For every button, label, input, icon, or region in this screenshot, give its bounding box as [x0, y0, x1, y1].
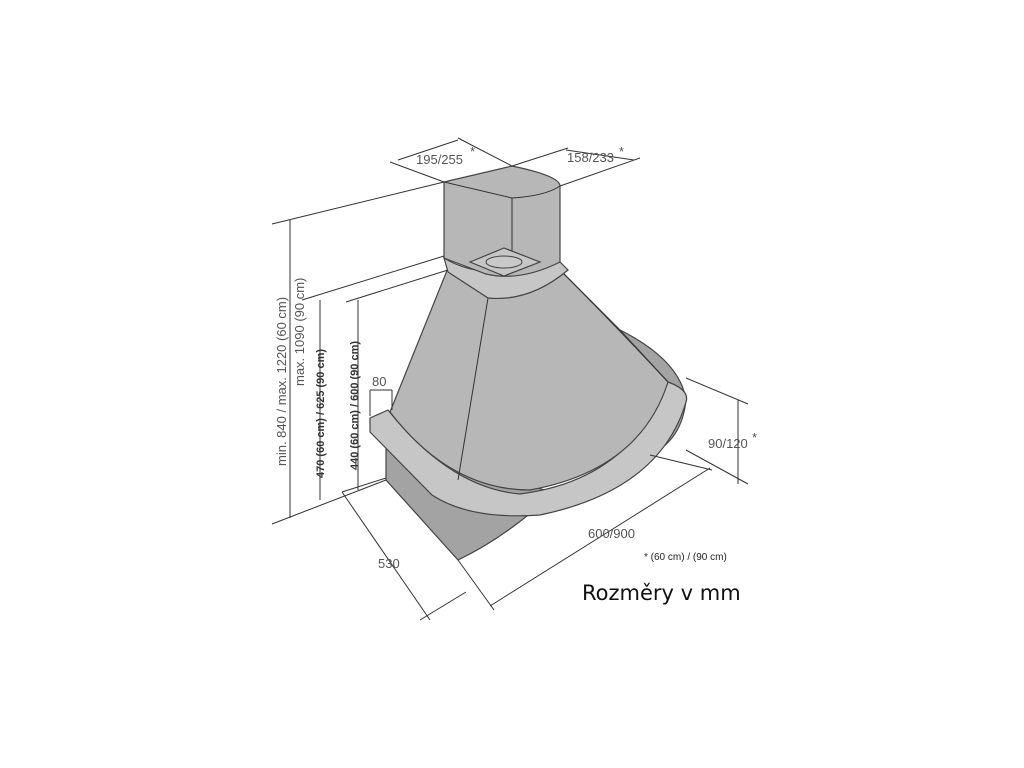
dim-total-height: min. 840 / max. 1220 (60 cm)	[274, 297, 289, 466]
dimension-lines	[271, 137, 749, 621]
chimney-top-edge	[443, 181, 561, 199]
dim-total-height-90: max. 1090 (90 cm)	[292, 278, 307, 386]
chimney	[443, 165, 561, 277]
dim-lip: 80	[372, 374, 386, 389]
dim-height-b: 440 (60 cm) / 600 (90 cm)	[349, 341, 361, 470]
footnote: * (60 cm) / (90 cm)	[644, 552, 727, 563]
dim-depth: 530	[378, 556, 400, 571]
dim-asterisk-2: *	[619, 144, 624, 159]
outlet-ring	[485, 255, 523, 269]
dim-chimney-depth: 158/233	[567, 150, 614, 165]
canopy-edge-right	[559, 269, 669, 383]
dim-side-height: 90/120	[708, 436, 748, 451]
hood-body	[369, 165, 688, 561]
hood-rim	[369, 381, 688, 517]
dim-width: 600/900	[588, 526, 635, 541]
dim-chimney-width: 195/255	[416, 152, 463, 167]
dim-asterisk-1: *	[470, 144, 475, 159]
caption: Rozměry v mm	[582, 581, 741, 605]
dim-height-a: 470 (60 cm) / 625 (90 cm)	[315, 349, 327, 478]
dim-asterisk-3: *	[752, 430, 757, 445]
canopy-edge-left	[457, 297, 489, 481]
